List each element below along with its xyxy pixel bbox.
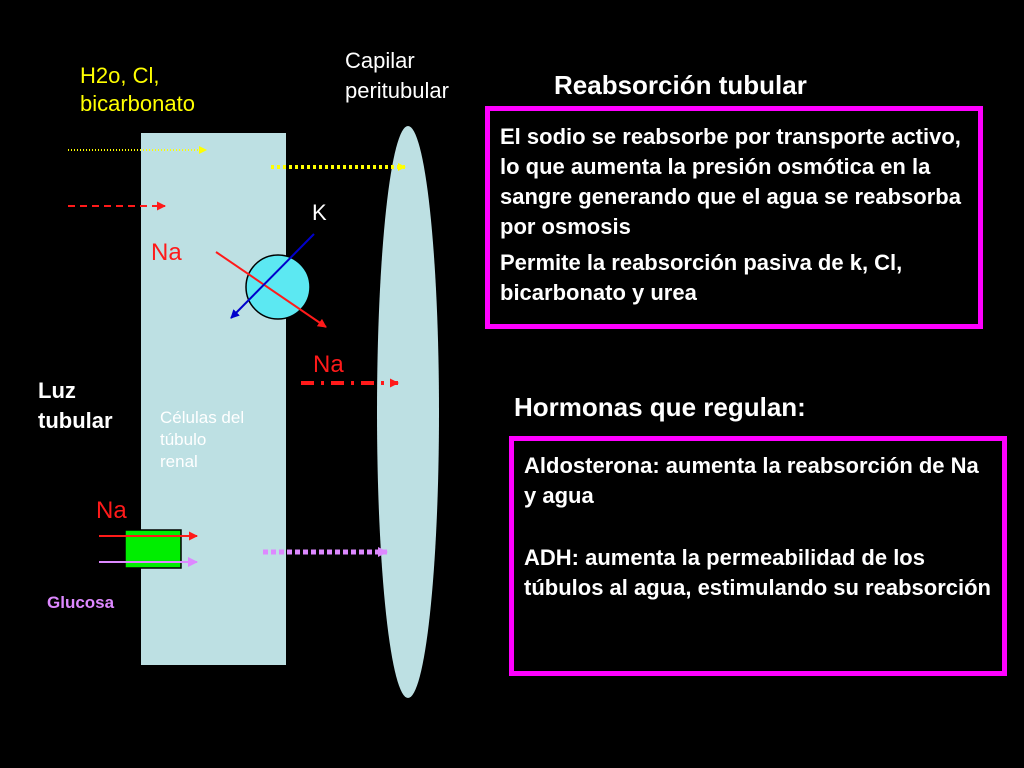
- sodium-pump-arrow: [215, 251, 327, 328]
- reabsorption-title: Reabsorción tubular: [554, 70, 807, 100]
- potassium-label: K: [312, 200, 327, 225]
- hormones-box: Aldosterona: aumenta la reabsorción de N…: [509, 436, 1007, 676]
- capillary-label: Capilar peritubular: [345, 48, 449, 103]
- potassium-pump-arrow: [230, 233, 315, 319]
- glucose-label: Glucosa: [47, 593, 115, 612]
- tubule-cells-label: Células del túbulo renal: [160, 408, 245, 471]
- sodium-label-bottom: Na: [96, 497, 127, 524]
- reabsorption-paragraph-active: El sodio se reabsorbe por transporte act…: [500, 124, 961, 239]
- sodium-label-middle: Na: [313, 351, 344, 378]
- peritubular-capillary: [377, 126, 439, 698]
- reabsorption-paragraph-passive: Permite la reabsorción pasiva de k, Cl, …: [500, 250, 903, 305]
- reabsorption-box: El sodio se reabsorbe por transporte act…: [485, 106, 983, 329]
- adh-text: ADH: aumenta la permeabilidad de los túb…: [524, 545, 991, 600]
- lumen-label: Luz tubular: [38, 378, 113, 433]
- sodium-potassium-pump: [245, 254, 311, 320]
- ions-label: H2o, Cl, bicarbonato: [80, 63, 195, 116]
- aldosterone-text: Aldosterona: aumenta la reabsorción de N…: [524, 453, 979, 508]
- tubule-cell-column: [141, 133, 286, 665]
- sodium-label-top: Na: [151, 239, 182, 266]
- hormones-title: Hormonas que regulan:: [514, 392, 806, 422]
